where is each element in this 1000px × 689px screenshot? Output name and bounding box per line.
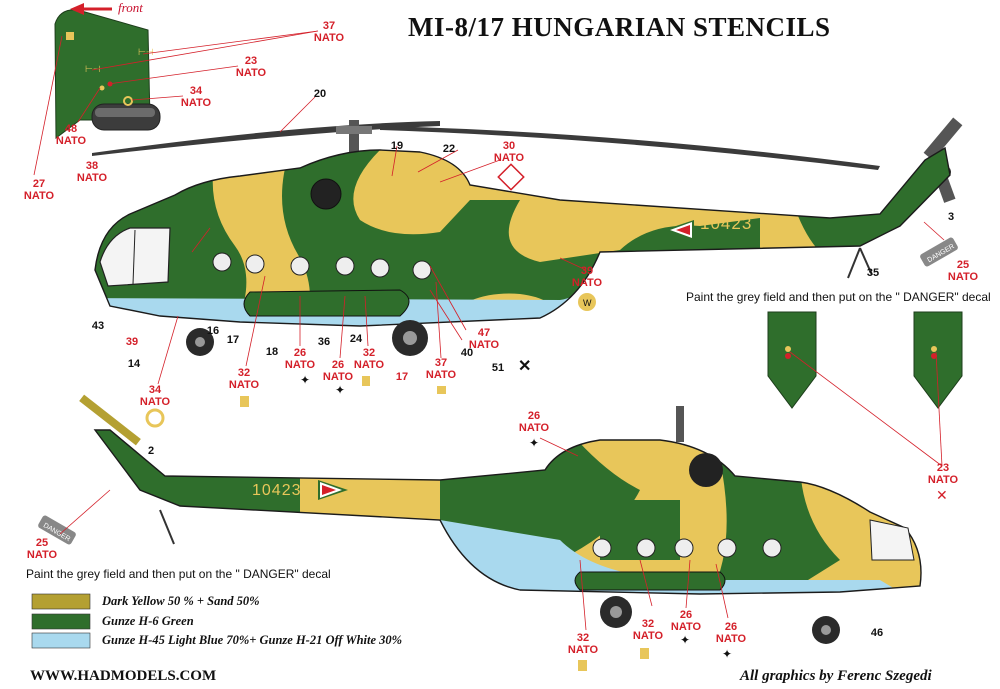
tail-strips: ✕ bbox=[767, 311, 963, 503]
danger-note-upper: Paint the grey field and then put on the… bbox=[686, 290, 991, 304]
num-19: 19 bbox=[390, 140, 404, 152]
num-35: 35 bbox=[866, 267, 880, 279]
svg-text:⊢⊣: ⊢⊣ bbox=[85, 64, 101, 74]
svg-text:✦: ✦ bbox=[335, 383, 345, 397]
svg-text:✦: ✦ bbox=[300, 373, 310, 387]
lower-leaders bbox=[59, 437, 729, 631]
num-24: 24 bbox=[349, 333, 363, 345]
num-36: 36 bbox=[317, 336, 331, 348]
svg-text:✕: ✕ bbox=[936, 487, 948, 503]
svg-text:✦: ✦ bbox=[529, 436, 539, 450]
page-title: MI-8/17 HUNGARIAN STENCILS bbox=[408, 12, 831, 42]
num-51: 51 bbox=[491, 362, 505, 374]
num-40: 40 bbox=[460, 347, 474, 359]
front-arrow bbox=[70, 3, 112, 15]
lower-helicopter: DANGER ✦ ✦ ✦ bbox=[38, 394, 922, 671]
upper-leaders bbox=[157, 96, 945, 385]
num-22: 22 bbox=[442, 143, 456, 155]
num-18: 18 bbox=[265, 346, 279, 358]
num-46: 46 bbox=[870, 627, 884, 639]
credit-text: All graphics by Ferenc Szegedi bbox=[740, 668, 932, 684]
num-39: 39 bbox=[125, 336, 139, 348]
legend-swatches bbox=[31, 593, 91, 649]
danger-note-lower: Paint the grey field and then put on the… bbox=[26, 567, 331, 581]
svg-text:✦: ✦ bbox=[680, 633, 690, 647]
num-2: 2 bbox=[147, 445, 155, 457]
front-label: front bbox=[118, 0, 143, 15]
num-14: 14 bbox=[127, 358, 141, 370]
serial-lower: 10423 bbox=[252, 482, 302, 499]
num-17b: 17 bbox=[395, 371, 409, 383]
website-link[interactable]: WWW.HADMODELS.COM bbox=[30, 668, 217, 684]
num-3: 3 bbox=[947, 211, 955, 223]
num-43: 43 bbox=[91, 320, 105, 332]
num-20: 20 bbox=[313, 88, 327, 100]
svg-text:✕: ✕ bbox=[518, 358, 531, 375]
svg-text:W: W bbox=[583, 298, 592, 308]
num-16: 16 bbox=[206, 325, 220, 337]
num-17a: 17 bbox=[226, 334, 240, 346]
tail-fin-closeup: ⊢⊣ ⊢⊣ bbox=[54, 9, 161, 139]
svg-text:⊢⊣: ⊢⊣ bbox=[138, 47, 154, 57]
svg-text:✦: ✦ bbox=[722, 647, 732, 661]
serial-upper: 10423 bbox=[700, 214, 753, 233]
closeup-leaders bbox=[33, 30, 319, 176]
